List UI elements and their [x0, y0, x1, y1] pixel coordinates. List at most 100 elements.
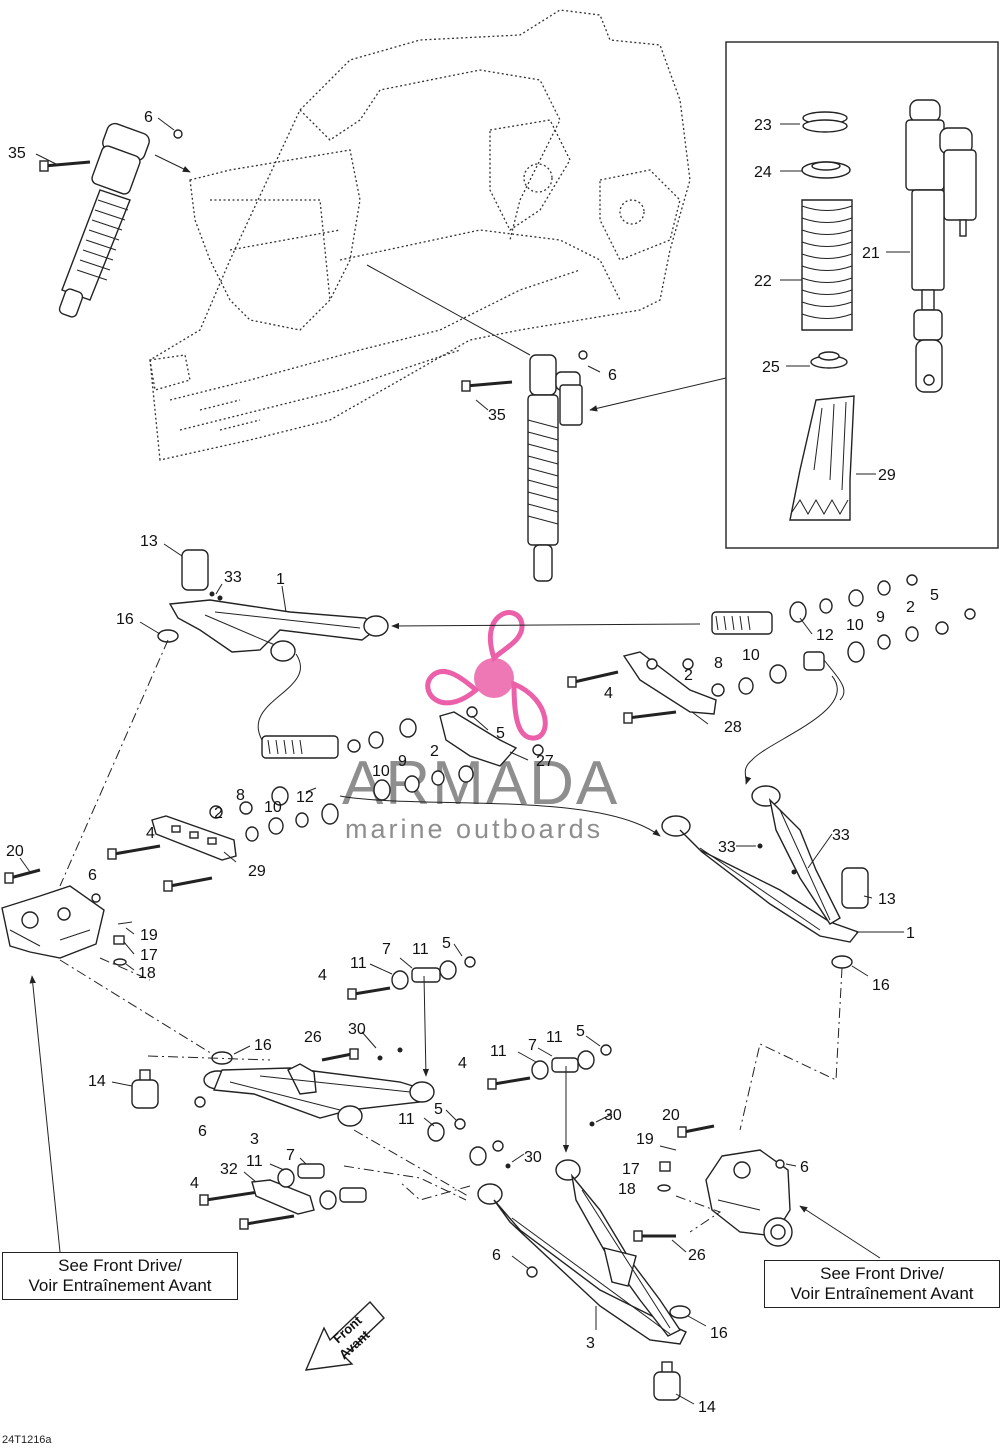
nut-6-mid [578, 350, 588, 360]
callout-12-r1: 12 [816, 627, 834, 644]
callout-5-b2: 5 [576, 1023, 585, 1040]
grease-fittings-33-right [757, 843, 797, 875]
callout-24: 24 [754, 164, 772, 181]
dash-leader-14 [147, 1055, 271, 1061]
callout-11-b2: 11 [546, 1029, 563, 1046]
bolt-20-right [677, 1124, 715, 1138]
protective-boot-29-inset [789, 395, 855, 521]
callout-7-b: 7 [528, 1037, 537, 1054]
mid-shock-absorber [527, 354, 583, 582]
watermark-subtitle: marine outboards [345, 814, 603, 844]
callout-labels: 35 6 6 35 23 24 22 21 25 29 13 33 1 16 5… [6, 109, 939, 1416]
arrow-left-note [29, 975, 61, 1253]
bushing-stack-left [107, 786, 339, 892]
arrow-upper-bushing [391, 622, 701, 630]
callout-8-r1: 8 [714, 655, 723, 672]
callout-29-l: 29 [248, 863, 266, 880]
callout-19-left: 19 [140, 927, 158, 944]
watermark-logo [425, 610, 548, 741]
callout-14-left: 14 [88, 1073, 106, 1090]
callout-26-b: 26 [688, 1247, 706, 1264]
circlip-16-br [669, 1305, 691, 1319]
nut-6-rknuckle [775, 1159, 785, 1169]
nut-6-lower [194, 1096, 206, 1108]
callout-26-a: 26 [304, 1029, 322, 1046]
callout-14-right: 14 [698, 1399, 716, 1416]
ball-joint-14-left [131, 1069, 159, 1109]
cotter-pin-19-left [117, 921, 133, 925]
callout-33-r1: 33 [832, 827, 850, 844]
bushing-stack-center [261, 706, 544, 801]
cotter-pin-19-right [659, 1145, 677, 1151]
callout-18-left: 18 [138, 965, 156, 982]
grease-fittings-30-a [377, 1047, 403, 1061]
callout-8-l: 8 [236, 787, 245, 804]
callout-13-right: 13 [878, 891, 896, 908]
callout-7-a: 7 [382, 941, 391, 958]
callout-1-right: 1 [906, 925, 915, 942]
bushing-11-mid2 [469, 1146, 487, 1166]
nut-6-top [173, 129, 183, 139]
callout-11-a1: 11 [412, 941, 429, 958]
callout-9-c: 9 [398, 753, 407, 770]
arrow-inset-to-shock [589, 377, 727, 412]
callout-11-b: 11 [398, 1111, 415, 1128]
upper-a-arm-left-1 [168, 549, 389, 662]
dash-leader-right-upper [739, 967, 843, 1131]
callout-28: 28 [724, 719, 742, 736]
arrow-right-note [799, 1205, 881, 1259]
lower-a-arm-right-3 [477, 1159, 687, 1345]
callout-6-b: 6 [492, 1247, 501, 1264]
rear-view-shock-absorber [58, 122, 150, 318]
shock-absorber-21 [905, 99, 977, 393]
ball-joint-14-right [653, 1361, 681, 1401]
callout-16-br: 16 [710, 1325, 728, 1342]
callout-4-r: 4 [604, 685, 613, 702]
arrow-right-loop [744, 675, 838, 785]
callout-3-left: 3 [250, 1131, 259, 1148]
callout-30-b: 30 [604, 1107, 622, 1124]
callout-30-a: 30 [348, 1021, 366, 1038]
lower-a-arm-left-3 [203, 1063, 435, 1127]
callout-4-a: 4 [318, 967, 327, 984]
callout-18-right: 18 [618, 1181, 636, 1198]
coil-spring-22 [801, 199, 853, 331]
callout-25: 25 [762, 359, 780, 376]
dash-leader-left-arm [59, 639, 169, 887]
bushing-stack-upper-right [711, 574, 976, 663]
bolt-26-b [633, 1230, 676, 1242]
bushing-stack-a [347, 956, 476, 1000]
nut-6-b [526, 1266, 538, 1278]
dash-leader-stack-c [343, 1165, 467, 1201]
spring-retainer-24 [801, 161, 851, 179]
callout-10-l: 10 [264, 799, 282, 816]
note-right-line-2: Voir Entraînement Avant [790, 1284, 974, 1303]
arrow-stack-a [422, 975, 430, 1077]
drawing-id: 24T1216a [2, 1434, 52, 1446]
callout-3-right: 3 [586, 1335, 595, 1352]
callout-6-knuckle: 6 [88, 867, 97, 884]
callout-16-left: 16 [116, 611, 134, 628]
callout-16-lower: 16 [254, 1037, 272, 1054]
callout-9-r1: 9 [876, 609, 885, 626]
callout-7-c: 7 [286, 1147, 295, 1164]
nut-6-knuckle [91, 893, 101, 903]
circlip-16-right [831, 955, 853, 969]
washer-18-left [113, 958, 127, 966]
see-front-drive-note-left: See Front Drive/ Voir Entraînement Avant [2, 1252, 238, 1300]
callout-32: 32 [220, 1161, 238, 1178]
circlip-16-left [157, 629, 179, 643]
callout-16-right: 16 [872, 977, 890, 994]
front-direction-arrow: Front Avant [304, 1300, 385, 1371]
callout-10-c: 10 [372, 763, 390, 780]
callout-2-r1: 2 [906, 599, 915, 616]
nut-5-mid2 [492, 1140, 504, 1152]
callout-6-rknuckle: 6 [800, 1159, 809, 1176]
callout-4-c: 4 [190, 1175, 199, 1192]
nut-17-right [659, 1161, 671, 1172]
callout-11-a2: 11 [350, 955, 367, 972]
callout-6-lower: 6 [198, 1123, 207, 1140]
callout-10-r1: 10 [846, 617, 864, 634]
vehicle-frame [149, 9, 691, 461]
